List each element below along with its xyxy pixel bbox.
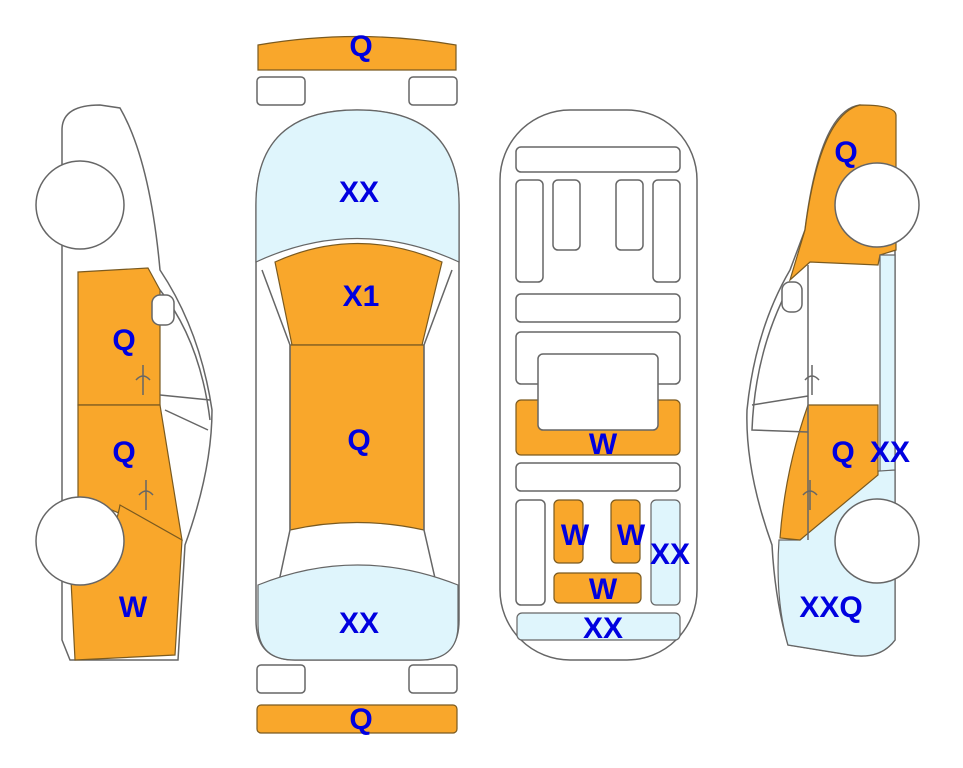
label-right-rear-quarter: XXQ: [799, 591, 862, 624]
label-rear-bumper: Q: [349, 703, 372, 736]
label-interior-rear-seat-right: W: [617, 519, 646, 552]
rear-right-trim-panel[interactable]: [650, 499, 681, 606]
left-front-door-panel[interactable]: [77, 267, 161, 406]
rear-seat-right-panel[interactable]: [610, 499, 641, 564]
front-bumper-panel[interactable]: [257, 35, 457, 71]
left-rear-wheel: [35, 496, 125, 586]
right-front-wheel: [834, 162, 920, 248]
rear-floor: [515, 462, 681, 492]
rear-center-panel[interactable]: [553, 572, 642, 604]
right-rear-wheel: [834, 498, 920, 584]
label-left-rear-door: Q: [112, 436, 135, 469]
rear-right-light: [408, 664, 458, 694]
label-right-sill: XX: [870, 436, 910, 469]
label-front-bumper: Q: [349, 30, 372, 63]
right-mirror: [781, 281, 803, 313]
trunk-panel[interactable]: [516, 612, 681, 641]
label-interior-rear-seat-left: W: [561, 519, 590, 552]
rear-bumper-panel[interactable]: [256, 704, 458, 734]
hood-panel[interactable]: [255, 109, 460, 263]
left-side-view: Q Q W: [35, 104, 213, 661]
label-right-front-fender: Q: [834, 136, 857, 169]
right-rear-door-panel[interactable]: [779, 404, 879, 541]
center-box: [537, 353, 659, 431]
center-console: [515, 293, 681, 323]
front-right-light: [408, 76, 458, 106]
label-hood: XX: [339, 176, 379, 209]
windshield-panel[interactable]: [274, 242, 443, 346]
front-right-trim: [652, 179, 681, 283]
front-right-seat: [615, 179, 644, 251]
top-view: Q XX X1 Q XX Q: [255, 30, 460, 736]
top-pillars: [261, 269, 453, 601]
dashboard: [515, 146, 681, 173]
label-left-front-door: Q: [112, 324, 135, 357]
label-roof: Q: [347, 424, 370, 457]
rear-left-light: [256, 664, 306, 694]
left-mirror: [151, 294, 175, 326]
label-interior-rear-center: W: [589, 573, 618, 606]
interior-view: W W W XX W XX: [499, 109, 698, 661]
rear-left-trim: [515, 499, 546, 606]
label-windshield: X1: [343, 280, 380, 313]
right-door-handle-icons: [802, 365, 820, 510]
label-interior-front-seats: W: [589, 428, 618, 461]
rear-window-panel[interactable]: [257, 564, 459, 661]
label-right-rear-door: Q: [831, 436, 854, 469]
front-left-trim: [515, 179, 544, 283]
label-rear-window: XX: [339, 607, 379, 640]
label-interior-trunk: XX: [583, 612, 623, 645]
right-side-view: Q Q XX XXQ: [746, 104, 920, 657]
label-left-rear-quarter: W: [119, 591, 148, 624]
label-interior-right-panel: XX: [650, 538, 690, 571]
rear-seat-left-panel[interactable]: [553, 499, 584, 564]
left-front-wheel: [35, 160, 125, 250]
front-left-light: [256, 76, 306, 106]
left-door-handle-icons: [135, 365, 154, 510]
front-left-seat: [552, 179, 581, 251]
